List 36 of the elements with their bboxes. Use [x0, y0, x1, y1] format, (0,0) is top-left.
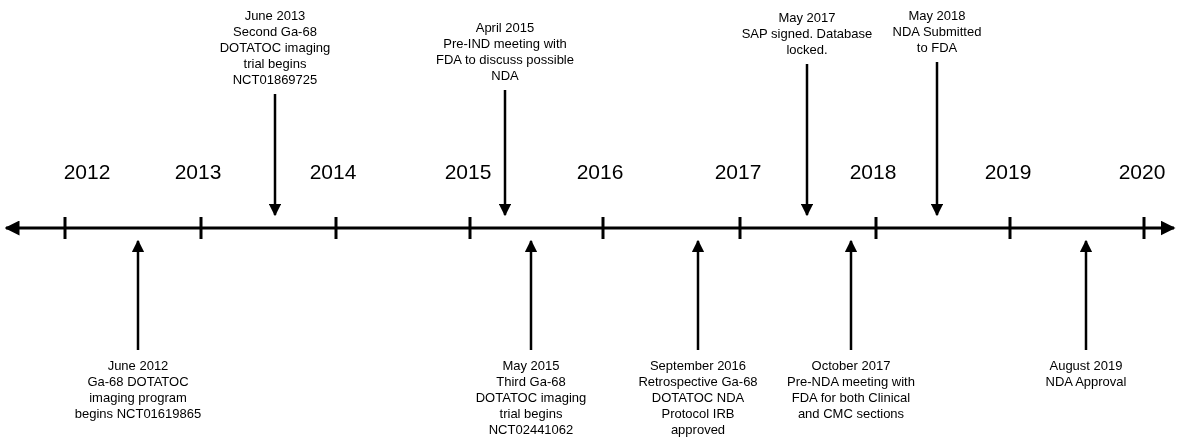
- arrow: [691, 239, 705, 350]
- year-label: 2012: [63, 160, 111, 184]
- event-date: May 2015: [501, 358, 561, 374]
- event-description: Third Ga-68 DOTATOC imaging trial begins NCT02441062: [474, 374, 588, 438]
- year-label: 2017: [714, 160, 762, 184]
- event-date: April 2015: [474, 20, 536, 36]
- event-date: June 2013: [243, 8, 307, 24]
- event-date: June 2012: [106, 358, 170, 374]
- event-description: Pre-NDA meeting with FDA for both Clinical and CMC sections: [786, 374, 916, 422]
- year-label: 2016: [576, 160, 624, 184]
- event-description: Pre-IND meeting with FDA to discuss possible NDA: [435, 36, 575, 84]
- year-label: 2015: [444, 160, 492, 184]
- event-date: August 2019: [1048, 358, 1124, 374]
- event-description: SAP signed. Database locked.: [740, 26, 874, 58]
- arrow: [844, 239, 858, 350]
- event-date: May 2018: [907, 8, 967, 24]
- event-description: NDA Approval: [1044, 374, 1128, 390]
- arrow: [1079, 239, 1093, 350]
- arrow: [131, 239, 145, 350]
- event-date: September 2016: [648, 358, 748, 374]
- year-label: 2019: [984, 160, 1032, 184]
- year-label: 2014: [309, 160, 357, 184]
- event-description: Retrospective Ga-68 DOTATOC NDA Protocol IRB approved: [637, 374, 759, 438]
- event-description: Second Ga-68 DOTATOC imaging trial begins NCT01869725: [218, 24, 332, 88]
- event-description: Ga-68 DOTATOC imaging program begins NCT01619865: [73, 374, 203, 422]
- arrow: [268, 94, 282, 217]
- arrow: [800, 64, 814, 217]
- arrow: [930, 62, 944, 217]
- year-label: 2020: [1118, 160, 1166, 184]
- year-label: 2013: [174, 160, 222, 184]
- arrow: [498, 90, 512, 217]
- event-date: October 2017: [810, 358, 892, 374]
- event-date: May 2017: [777, 10, 837, 26]
- arrow: [524, 239, 538, 350]
- event-description: NDA Submitted to FDA: [891, 24, 983, 56]
- year-label: 2018: [849, 160, 897, 184]
